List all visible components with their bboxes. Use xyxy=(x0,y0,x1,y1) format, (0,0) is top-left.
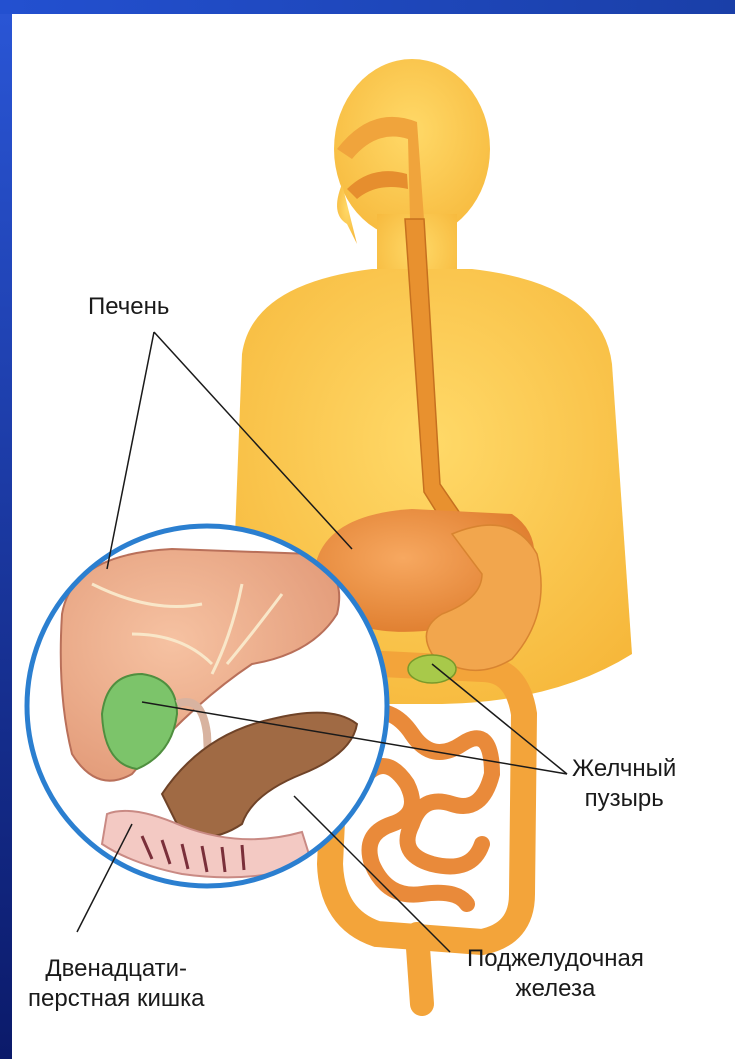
slide-frame-left xyxy=(0,0,12,1059)
diagram-canvas: Печень Желчный пузырь Поджелудочная желе… xyxy=(12,14,735,1059)
label-pancreas: Поджелудочная железа xyxy=(467,944,644,1004)
label-liver: Печень xyxy=(88,292,169,322)
slide-frame-top xyxy=(0,0,735,14)
label-duodenum: Двенадцати- перстная кишка xyxy=(28,954,204,1014)
digestive-system-illustration xyxy=(12,14,735,1059)
rectum xyxy=(417,934,422,1004)
label-gallbladder: Желчный пузырь xyxy=(572,754,676,814)
gallbladder-main xyxy=(408,655,456,683)
